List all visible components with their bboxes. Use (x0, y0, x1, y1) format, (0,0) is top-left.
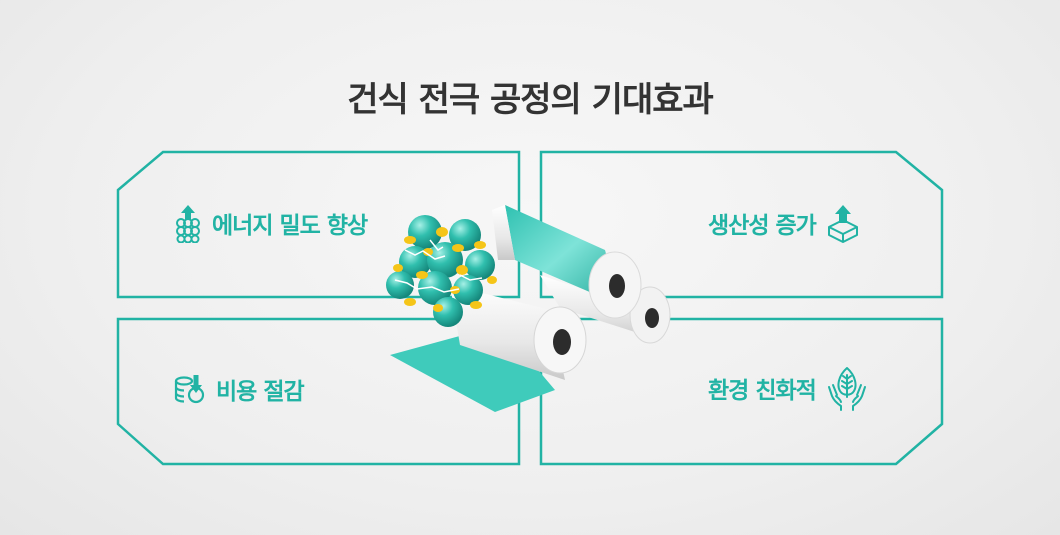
hands-leaf-icon (826, 365, 868, 411)
box-up-arrow-icon (826, 203, 860, 243)
electrode-rollers-illustration (386, 205, 671, 412)
stacked-circles-up-arrow-icon (174, 203, 202, 243)
card-frame-eco (539, 317, 944, 466)
card-frame-energy-density (116, 150, 521, 299)
card-cost-reduction: 비용 절감 (174, 372, 305, 406)
coins-down-arrow-icon (174, 373, 206, 405)
card-eco-friendly: 환경 친화적 (708, 365, 868, 411)
card-label: 에너지 밀도 향상 (212, 213, 368, 239)
card-label: 생산성 증가 (708, 213, 817, 239)
card-label: 환경 친화적 (708, 378, 817, 404)
card-productivity: 생산성 증가 (708, 203, 860, 243)
card-energy-density: 에너지 밀도 향상 (174, 203, 368, 243)
card-label: 비용 절감 (216, 379, 305, 405)
card-frame-productivity (539, 150, 944, 299)
page-title: 건식 전극 공정의 기대효과 (347, 80, 714, 120)
